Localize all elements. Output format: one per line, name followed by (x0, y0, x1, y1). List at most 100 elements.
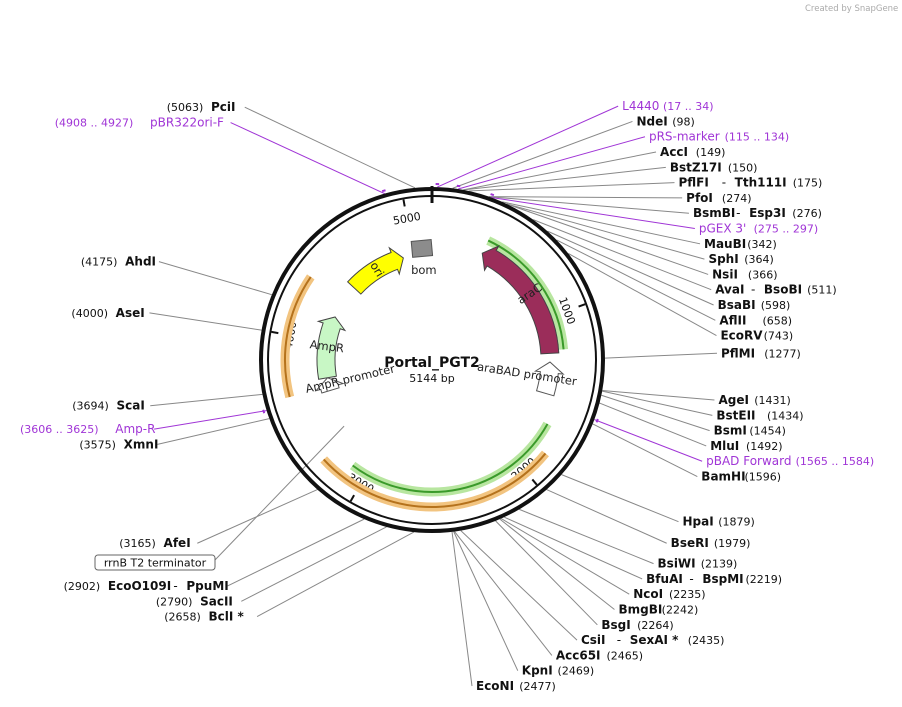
site-label-bamhi: BamHI(1596) (701, 470, 781, 484)
site-label-csii: CsiI-SexAI *(2435) (581, 633, 724, 647)
site-name: BsaBI (718, 298, 756, 312)
tick-3000 (351, 495, 354, 501)
site-label-xmni: (3575)XmnI (79, 437, 158, 451)
site-label-ahdi: (4175)AhdI (81, 255, 156, 269)
site-name-alt: BspMI (702, 572, 743, 586)
site-label-ecorv: EcoRV(743) (720, 329, 793, 343)
site-position: (98) (672, 115, 695, 128)
primer-mark-amp-r (263, 410, 264, 413)
site-leader-bamhi (593, 424, 698, 477)
site-name: EcoNI (476, 679, 514, 693)
site-leader-bfuai (504, 517, 642, 579)
primer-leader-l4440 (437, 106, 618, 187)
site-position: (598) (761, 299, 791, 312)
site-position: (2465) (606, 649, 643, 662)
feature-label-ampr: AmpR (309, 337, 345, 355)
site-label-ncoi: NcoI(2235) (633, 587, 705, 601)
site-label-maubi: MauBI(342) (704, 237, 777, 251)
site-leader-pfoi (489, 197, 682, 198)
site-name: ScaI (116, 399, 144, 413)
site-label-bsabi: BsaBI (598) (718, 298, 791, 312)
site-leader-econi (452, 532, 472, 686)
site-label-bmgbi: BmgBI(2242) (618, 603, 698, 617)
site-position: (274) (722, 192, 752, 205)
site-position: (4000) (71, 307, 108, 320)
site-name: BsgI (601, 618, 630, 632)
watermark-text: Created by SnapGene (805, 4, 898, 14)
site-position: (2139) (701, 558, 738, 571)
site-position: (3694) (72, 400, 109, 413)
site-label-bsgi: BsgI(2264) (601, 618, 673, 632)
site-label-ndei: NdeI (98) (636, 114, 694, 128)
site-leader-bseri (547, 490, 667, 544)
site-name: HpaI (682, 515, 713, 529)
site-leader-pflmi (605, 353, 717, 358)
site-position: (2477) (519, 680, 556, 693)
site-name: PflMI (721, 346, 755, 360)
primer-leader-pbad-forward (594, 420, 702, 462)
site-leader-bsiwi (519, 509, 653, 563)
site-position: (342) (747, 238, 777, 251)
site-leader-ecoo109i (228, 519, 365, 586)
site-position: (1277) (764, 347, 801, 360)
site-position: (2435) (688, 634, 725, 647)
site-name: NdeI (636, 114, 667, 128)
site-label-bsiwi: BsiWI (2139) (658, 557, 738, 571)
terminator-label: rrnB T2 terminator (95, 555, 215, 570)
primer-mark-pbad-forward (597, 419, 598, 422)
site-name: BstZ17I (670, 160, 722, 174)
site-name: XmnI (124, 437, 159, 451)
site-position: (743) (764, 330, 794, 343)
primer-leader-pbr322ori-f (231, 123, 385, 194)
site-label-nsii: NsiI(366) (712, 267, 777, 281)
site-label-pflmi: PflMI (1277) (721, 346, 801, 360)
site-label-bseri: BseRI(1979) (671, 536, 751, 550)
site-position: (1492) (746, 440, 783, 453)
site-name: SphI (708, 252, 738, 266)
site-position: (149) (696, 146, 726, 159)
primer-mark-pbr322ori-f (382, 190, 385, 191)
site-position: (1879) (718, 516, 755, 529)
primer-leader-amp-r (154, 411, 266, 430)
tick-4000 (271, 332, 278, 333)
site-name: MluI (710, 439, 739, 453)
primer-range: (1565 .. 1584) (796, 455, 875, 468)
site-label-bcli: (2658)BclI * (164, 610, 244, 624)
primer-label-pbr322ori-f: (4908 .. 4927)pBR322ori-F (55, 116, 224, 130)
primer-range: (3606 .. 3625) (20, 423, 99, 436)
terminator-label-text: rrnB T2 terminator (104, 557, 207, 570)
site-leader-xmni (157, 419, 269, 445)
site-leader-ahdi (159, 262, 272, 295)
site-name: PfoI (686, 191, 713, 205)
primer-range: (17 .. 34) (663, 100, 714, 113)
site-name: BamHI (701, 470, 745, 484)
feature-bom (411, 240, 432, 258)
site-label-acc65i: Acc65I(2465) (556, 648, 643, 662)
site-name: BsiWI (658, 557, 696, 571)
site-leader-sacii (241, 527, 386, 601)
primer-range: (275 .. 297) (754, 223, 819, 236)
plasmid-name: Portal_PGT2 (384, 355, 480, 371)
site-label-ecoo109i: (2902)EcoO109I-PpuMI (64, 579, 229, 593)
site-separator: - (617, 633, 621, 647)
site-name: KpnI (522, 664, 553, 678)
site-position: (1434) (767, 409, 804, 422)
site-position: (5063) (167, 101, 204, 114)
primer-name: pBAD Forward (706, 454, 791, 468)
feature-label-bom: bom (411, 263, 437, 277)
site-name: NsiI (712, 267, 738, 281)
site-position: (2235) (669, 588, 706, 601)
primer-mark-pgex-3 (491, 194, 494, 195)
site-position: (364) (744, 253, 774, 266)
site-label-bfuai: BfuAI-BspMI(2219) (646, 572, 782, 586)
site-position: (2658) (164, 611, 201, 624)
site-separator: - (751, 283, 755, 297)
highlight-arc-1 (350, 422, 551, 497)
tick-5000 (403, 200, 404, 207)
site-label-sphi: SphI (364) (708, 252, 773, 266)
site-label-acci: AccI(149) (660, 145, 725, 159)
tick-1000 (579, 304, 586, 306)
site-position: (1979) (714, 537, 751, 550)
